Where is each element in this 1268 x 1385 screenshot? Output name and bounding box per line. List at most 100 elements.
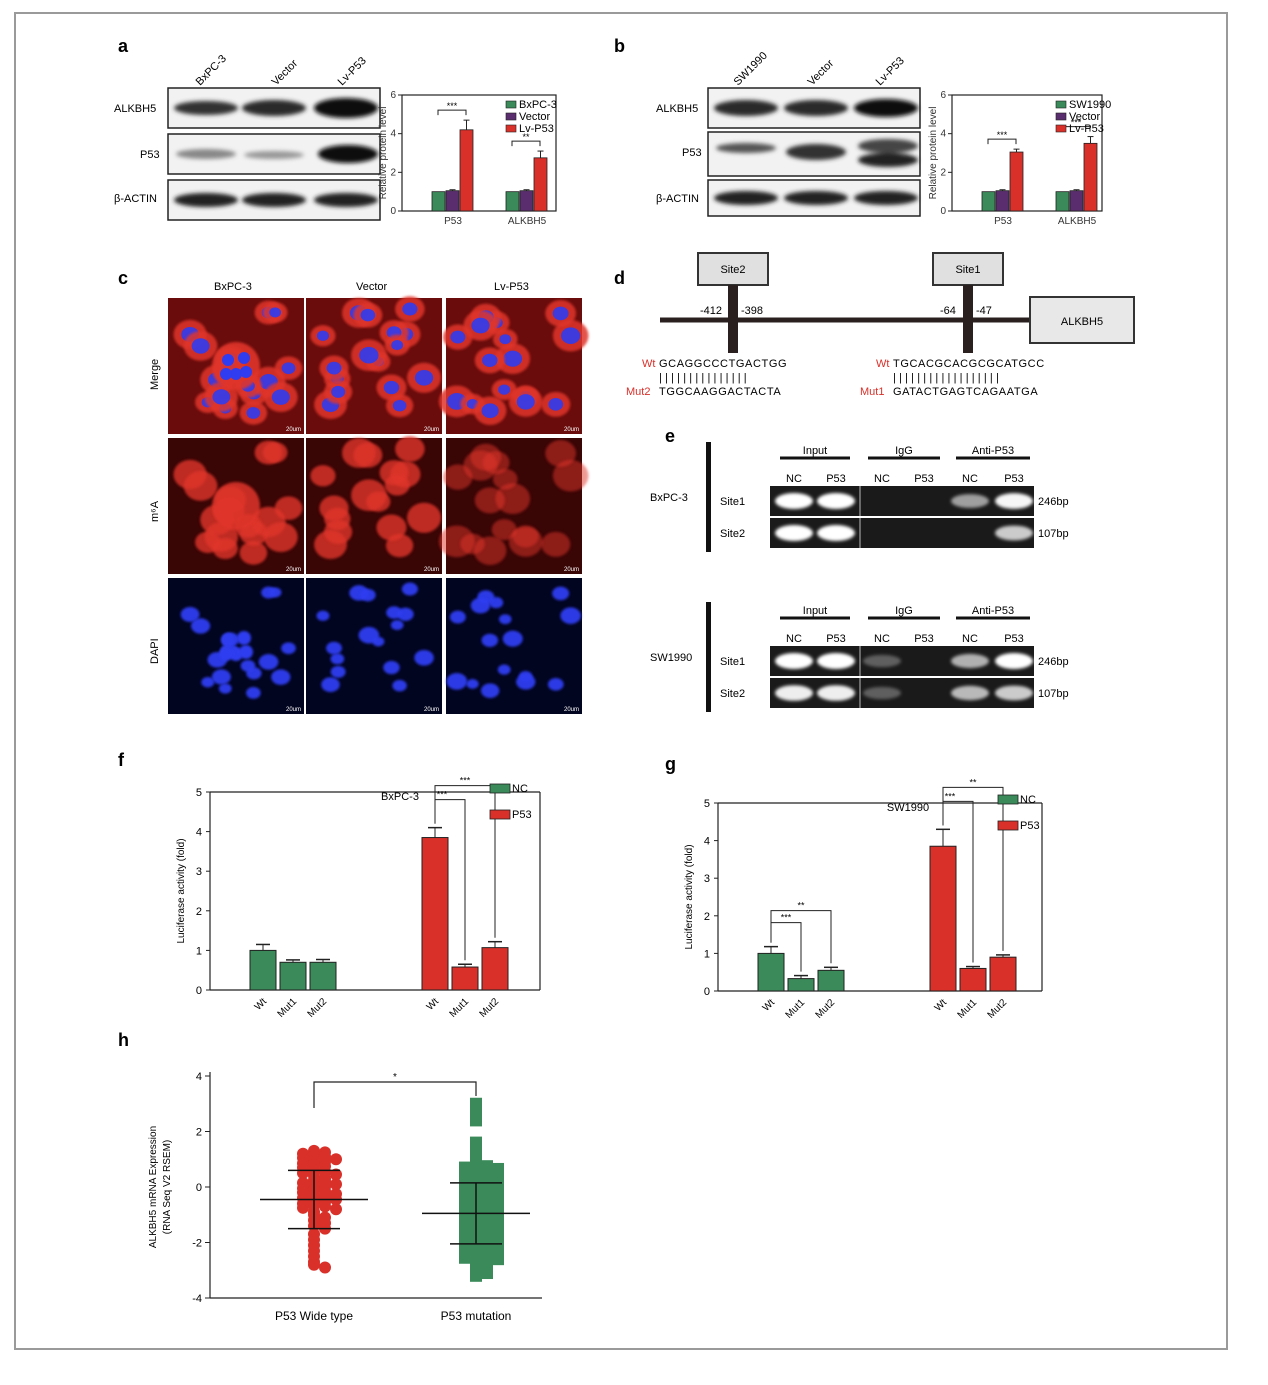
nucleus	[450, 330, 466, 344]
y-axis-label: Relative protein level	[378, 107, 389, 200]
nucleus	[240, 366, 252, 378]
group-label: Input	[803, 445, 827, 457]
nucleus	[330, 653, 345, 665]
position-398: -398	[741, 305, 763, 317]
y-tick-label: 3	[704, 873, 710, 885]
y-tick-label: 0	[704, 986, 710, 998]
gel-bands	[775, 653, 1033, 669]
bar	[505, 191, 520, 212]
nucleus	[246, 407, 261, 419]
cell	[395, 436, 425, 462]
group-label: Anti-P53	[972, 605, 1014, 617]
plot-frame	[951, 94, 1103, 212]
y-tick-label: 0	[196, 1182, 202, 1194]
y-tick-label: 2	[196, 1127, 202, 1139]
gel-strip	[770, 678, 1034, 708]
significance-bracket	[942, 786, 1004, 951]
micro-row-m6a: m⁶A	[149, 500, 161, 522]
lane-label: NC	[962, 633, 978, 645]
gel-strip	[770, 646, 1034, 676]
nucleus	[230, 368, 242, 380]
y-tick-label: 4	[704, 836, 710, 848]
nucleus	[271, 669, 291, 685]
cell	[463, 450, 498, 481]
panel-label-b: b	[614, 36, 625, 56]
data-point	[492, 1203, 504, 1216]
y-tick-label: 4	[196, 827, 202, 839]
significance-bracket	[770, 910, 832, 964]
nucleus	[360, 308, 376, 322]
y-axis-label: Relative protein level	[928, 107, 939, 200]
legend-label: NC	[512, 783, 528, 795]
y-tick-label: 0	[390, 206, 396, 217]
bar	[981, 191, 996, 212]
nucleus	[552, 586, 570, 601]
chart-title: SW1990	[887, 802, 929, 814]
nucleus	[240, 659, 256, 672]
micro-row-dapi: DAPI	[149, 638, 161, 664]
y-tick-label: 4	[196, 1071, 202, 1083]
nucleus	[222, 354, 234, 366]
wt2-sequence: GCAGGCCCTGACTGG	[659, 358, 787, 370]
nucleus	[239, 645, 253, 659]
significance-bracket	[511, 140, 541, 147]
nucleus	[482, 353, 498, 367]
band-size-label: 107bp	[1038, 688, 1069, 700]
nucleus	[190, 618, 211, 634]
nucleus	[480, 683, 500, 699]
x-tick-label: ALKBH5	[1058, 216, 1097, 227]
significance-bracket	[987, 138, 1017, 145]
nucleus	[547, 678, 564, 691]
nucleus	[466, 679, 479, 689]
nucleus	[359, 346, 379, 364]
scale-bar-label: 20um	[286, 427, 301, 433]
data-point	[470, 1114, 482, 1127]
figure-frame	[14, 12, 1228, 1350]
x-tick-label: P53	[994, 216, 1012, 227]
western-blot-b: SW1990 Vector Lv-P53 ALKBH5 P53 β-ACTIN	[656, 50, 921, 217]
site-label: Site1	[720, 496, 745, 508]
nucleus	[470, 597, 491, 614]
micro-col-vector: Vector	[356, 281, 388, 293]
micro-tile-2-2: 20um	[446, 578, 582, 714]
tile-background	[168, 578, 304, 714]
group-label: Anti-P53	[972, 445, 1014, 457]
cell	[204, 522, 239, 552]
y-tick-label: 2	[196, 906, 202, 918]
gel-bands	[775, 493, 1033, 509]
position-64: -64	[940, 305, 956, 317]
gel-band	[775, 525, 813, 541]
scale-bar-label: 20um	[286, 707, 301, 713]
nucleus	[516, 674, 536, 690]
gene-box-label: ALKBH5	[1061, 316, 1103, 328]
nucleus	[499, 614, 512, 625]
gel-band	[995, 685, 1033, 701]
cell	[406, 502, 442, 533]
lane-label: P53	[826, 633, 846, 645]
data-point	[319, 1200, 331, 1213]
legend-label: Vector	[519, 111, 551, 123]
nucleus	[211, 669, 231, 685]
scale-bar-label: 20um	[564, 427, 579, 433]
nucleus	[281, 642, 296, 655]
nucleus	[560, 607, 582, 624]
micro-tile-0-2: 20um	[438, 298, 589, 434]
gel-band	[817, 493, 855, 509]
bar	[1055, 191, 1070, 212]
gel-band	[775, 685, 813, 701]
nucleus	[392, 399, 407, 412]
bar	[929, 845, 957, 992]
data-point	[330, 1178, 342, 1191]
nucleus	[221, 633, 235, 647]
lane-label: P53	[914, 633, 934, 645]
nucleus	[268, 587, 282, 598]
micro-tile-1-1: 20um	[306, 436, 442, 574]
cell	[545, 440, 577, 467]
position-412: -412	[700, 305, 722, 317]
nucleus	[471, 317, 490, 334]
nucleus	[316, 610, 330, 621]
micro-tile-2-1: 20um	[306, 578, 442, 714]
wt1-label: Wt	[876, 358, 889, 370]
data-point	[330, 1203, 342, 1216]
